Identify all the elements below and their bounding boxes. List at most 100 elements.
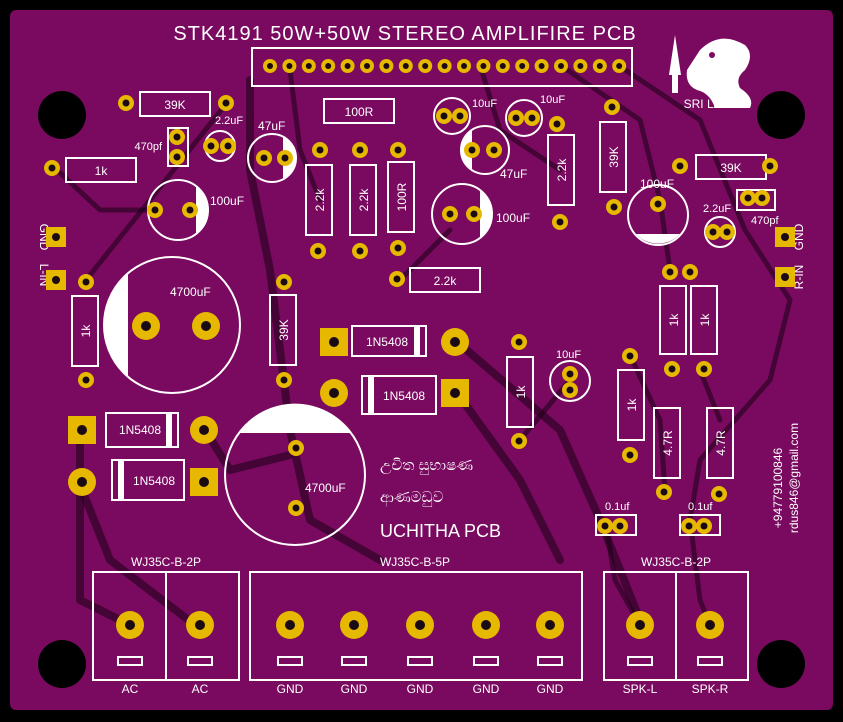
connector-middle-pin-label: GND bbox=[277, 682, 304, 696]
svg-text:1k: 1k bbox=[625, 398, 639, 412]
svg-text:10uF: 10uF bbox=[472, 98, 497, 110]
svg-text:2.2k: 2.2k bbox=[555, 158, 569, 182]
svg-text:2.2k: 2.2k bbox=[313, 188, 327, 212]
pcb-board bbox=[10, 10, 833, 710]
svg-text:39K: 39K bbox=[277, 319, 291, 340]
right-gnd-label: GND bbox=[792, 223, 806, 250]
phone-number: +94779100846 bbox=[771, 447, 785, 528]
svg-text:2.2uF: 2.2uF bbox=[703, 203, 731, 215]
capacitor-4700uf-center: 4700uF bbox=[224, 403, 366, 546]
connector-right-pin-label: SPK-L bbox=[623, 682, 658, 696]
capacitor-100uf-left: 100uF bbox=[147, 179, 244, 241]
capacitor-10uf-b: 10uF bbox=[505, 94, 565, 137]
svg-text:2.2k: 2.2k bbox=[434, 274, 458, 288]
svg-text:4.7R: 4.7R bbox=[661, 430, 675, 456]
connector-left: WJ35C-B-2P bbox=[92, 555, 240, 681]
svg-text:1k: 1k bbox=[667, 313, 681, 327]
country-label: SRI LANKA bbox=[684, 97, 747, 111]
capacitor-470pf-right: 470pf bbox=[736, 189, 779, 227]
svg-text:100uF: 100uF bbox=[496, 211, 530, 225]
svg-text:100uF: 100uF bbox=[210, 194, 244, 208]
svg-text:10uF: 10uF bbox=[540, 94, 565, 106]
resistor-2-2k-h: 2.2k bbox=[409, 267, 481, 293]
capacitor-0-1uf-b: 0.1uf bbox=[679, 501, 721, 536]
svg-text:1k: 1k bbox=[79, 324, 93, 338]
sinhala-place: ආණමඩුව bbox=[380, 489, 444, 507]
svg-text:47uF: 47uF bbox=[500, 167, 527, 181]
svg-text:1k: 1k bbox=[514, 385, 528, 399]
capacitor-470pf-left: 470pf bbox=[134, 127, 189, 167]
connector-left-part: WJ35C-B-2P bbox=[131, 555, 201, 569]
resistor-1k-left: 1k bbox=[65, 157, 137, 183]
svg-text:4700uF: 4700uF bbox=[170, 285, 211, 299]
sinhala-name: උචිත සුභාෂණ bbox=[380, 457, 473, 475]
connector-right-pin-label: SPK-R bbox=[692, 682, 729, 696]
capacitor-10uf-c: 10uF bbox=[549, 349, 591, 402]
sri-lanka-lion-logo bbox=[669, 35, 752, 108]
capacitor-10uf-a: 10uF bbox=[433, 97, 497, 135]
capacitor-100uf-right: 100uF bbox=[627, 177, 689, 246]
connector-pins: AC AC GND GND GND GND GND SPK-L SPK-R bbox=[116, 611, 729, 696]
resistor-2-2k-a: 2.2k bbox=[305, 164, 333, 236]
diode-d4: 1N5408 bbox=[111, 459, 185, 501]
svg-text:39K: 39K bbox=[720, 161, 741, 175]
svg-text:39K: 39K bbox=[607, 146, 621, 167]
connector-left-pin-label: AC bbox=[122, 682, 139, 696]
diode-d3: 1N5408 bbox=[105, 412, 179, 448]
resistor-4-7r-a: 4.7R bbox=[653, 407, 681, 479]
right-in-label: R-IN bbox=[792, 265, 806, 290]
capacitor-4700uf-left: 4700uF bbox=[103, 256, 241, 394]
connector-middle-pin-label: GND bbox=[473, 682, 500, 696]
connector-middle-pin-label: GND bbox=[537, 682, 564, 696]
svg-text:1N5408: 1N5408 bbox=[383, 389, 425, 403]
capacitor-0-1uf-a: 0.1uf bbox=[595, 501, 637, 536]
svg-text:100uF: 100uF bbox=[640, 177, 674, 191]
svg-text:0.1uf: 0.1uf bbox=[688, 501, 713, 513]
svg-text:2.2uF: 2.2uF bbox=[215, 115, 243, 127]
resistor-2-2k-right: 2.2k bbox=[547, 134, 575, 206]
svg-text:4700uF: 4700uF bbox=[305, 481, 346, 495]
resistor-1k-v-b: 1k bbox=[617, 369, 645, 441]
connector-middle-pin-label: GND bbox=[407, 682, 434, 696]
svg-text:470pf: 470pf bbox=[134, 141, 162, 153]
svg-text:100R: 100R bbox=[345, 105, 374, 119]
svg-text:1N5408: 1N5408 bbox=[366, 335, 408, 349]
email-address: rdus846@gmail.com bbox=[787, 423, 801, 533]
svg-text:2.2k: 2.2k bbox=[357, 188, 371, 212]
connector-right-part: WJ35C-B-2P bbox=[641, 555, 711, 569]
connector-middle-pin-label: GND bbox=[341, 682, 368, 696]
diode-d2: 1N5408 bbox=[361, 375, 437, 415]
svg-text:1k: 1k bbox=[95, 164, 109, 178]
stk-header bbox=[251, 47, 633, 87]
svg-text:470pf: 470pf bbox=[751, 215, 779, 227]
connector-middle-part: WJ35C-B-5P bbox=[380, 555, 450, 569]
resistor-39k-top: 39K bbox=[139, 91, 211, 117]
resistor-2-2k-b: 2.2k bbox=[349, 164, 377, 236]
capacitor-100uf-mid: 100uF bbox=[431, 183, 530, 245]
mounting-holes bbox=[38, 91, 805, 688]
resistor-39k-v-mid: 39K bbox=[269, 294, 297, 366]
svg-text:39K: 39K bbox=[164, 98, 185, 112]
svg-text:1N5408: 1N5408 bbox=[133, 474, 175, 488]
svg-text:10uF: 10uF bbox=[556, 349, 581, 361]
svg-text:4.7R: 4.7R bbox=[714, 430, 728, 456]
resistor-100r-top: 100R bbox=[323, 98, 395, 124]
svg-text:1N5408: 1N5408 bbox=[119, 423, 161, 437]
resistor-1k-v-d: 1k bbox=[690, 285, 718, 355]
svg-text:100R: 100R bbox=[395, 182, 409, 211]
resistor-4-7r-b: 4.7R bbox=[706, 407, 734, 479]
resistor-100r-v: 100R bbox=[387, 161, 415, 233]
diode-d1: 1N5408 bbox=[351, 325, 427, 357]
solder-pads bbox=[44, 95, 795, 534]
brand-label: UCHITHA PCB bbox=[380, 521, 501, 541]
svg-text:1k: 1k bbox=[698, 313, 712, 327]
connector-left-pin-label: AC bbox=[192, 682, 209, 696]
connector-right: WJ35C-B-2P bbox=[603, 555, 749, 681]
svg-text:47uF: 47uF bbox=[258, 119, 285, 133]
resistor-1k-v-a: 1k bbox=[506, 356, 534, 428]
resistor-39k-v-right: 39K bbox=[599, 121, 627, 193]
resistor-1k-v-left: 1k bbox=[71, 295, 99, 367]
svg-text:0.1uf: 0.1uf bbox=[605, 501, 630, 513]
